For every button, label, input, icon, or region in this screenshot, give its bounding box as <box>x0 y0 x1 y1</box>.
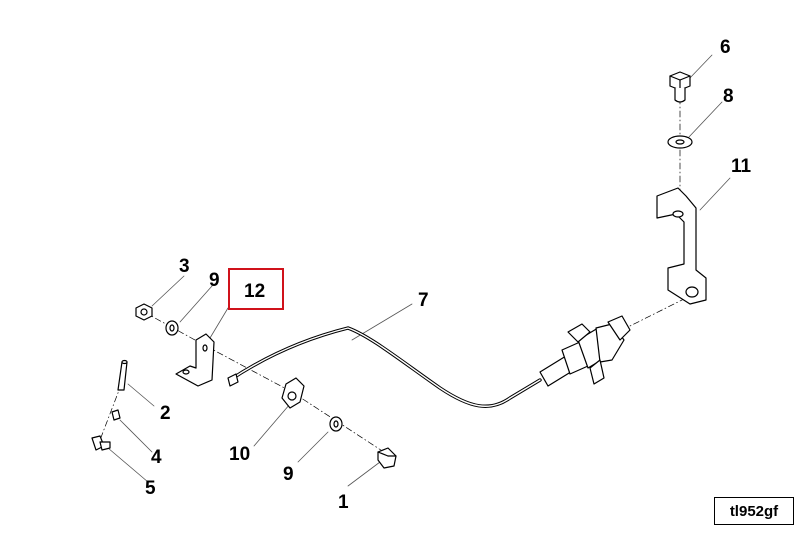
bolt-part-1 <box>377 447 397 469</box>
drawing-code-label: tl952gf <box>714 497 794 525</box>
bolt-part-5 <box>91 435 111 451</box>
callout-7[interactable]: 7 <box>418 290 429 311</box>
callout-3[interactable]: 3 <box>179 256 190 277</box>
callout-12[interactable]: 12 <box>244 281 266 302</box>
callout-5[interactable]: 5 <box>145 478 156 499</box>
callout-6[interactable]: 6 <box>720 37 731 58</box>
washer-part-9-upper <box>165 320 179 336</box>
callout-1[interactable]: 1 <box>338 492 349 513</box>
washer-part-9-lower <box>329 416 343 432</box>
callout-9-lower[interactable]: 9 <box>283 464 294 485</box>
callout-11[interactable]: 11 <box>731 156 752 177</box>
callout-8[interactable]: 8 <box>723 86 734 107</box>
clamp-part-10 <box>281 377 305 409</box>
callout-9-upper[interactable]: 9 <box>209 270 220 291</box>
washer-part-8 <box>667 135 693 149</box>
callout-10[interactable]: 10 <box>229 444 251 465</box>
screw-part-4 <box>111 409 121 421</box>
highlight-box <box>228 268 284 310</box>
bolt-part-6 <box>669 71 691 103</box>
centerlines <box>99 97 691 457</box>
nut-part-3 <box>135 303 153 321</box>
pin-part-2 <box>117 359 128 391</box>
cable-part-7 <box>227 315 631 408</box>
callout-2[interactable]: 2 <box>160 403 171 424</box>
leader-lines <box>107 54 731 487</box>
callout-4[interactable]: 4 <box>151 447 162 468</box>
bracket-part-11 <box>656 187 707 305</box>
bracket-part-12 <box>175 333 215 387</box>
